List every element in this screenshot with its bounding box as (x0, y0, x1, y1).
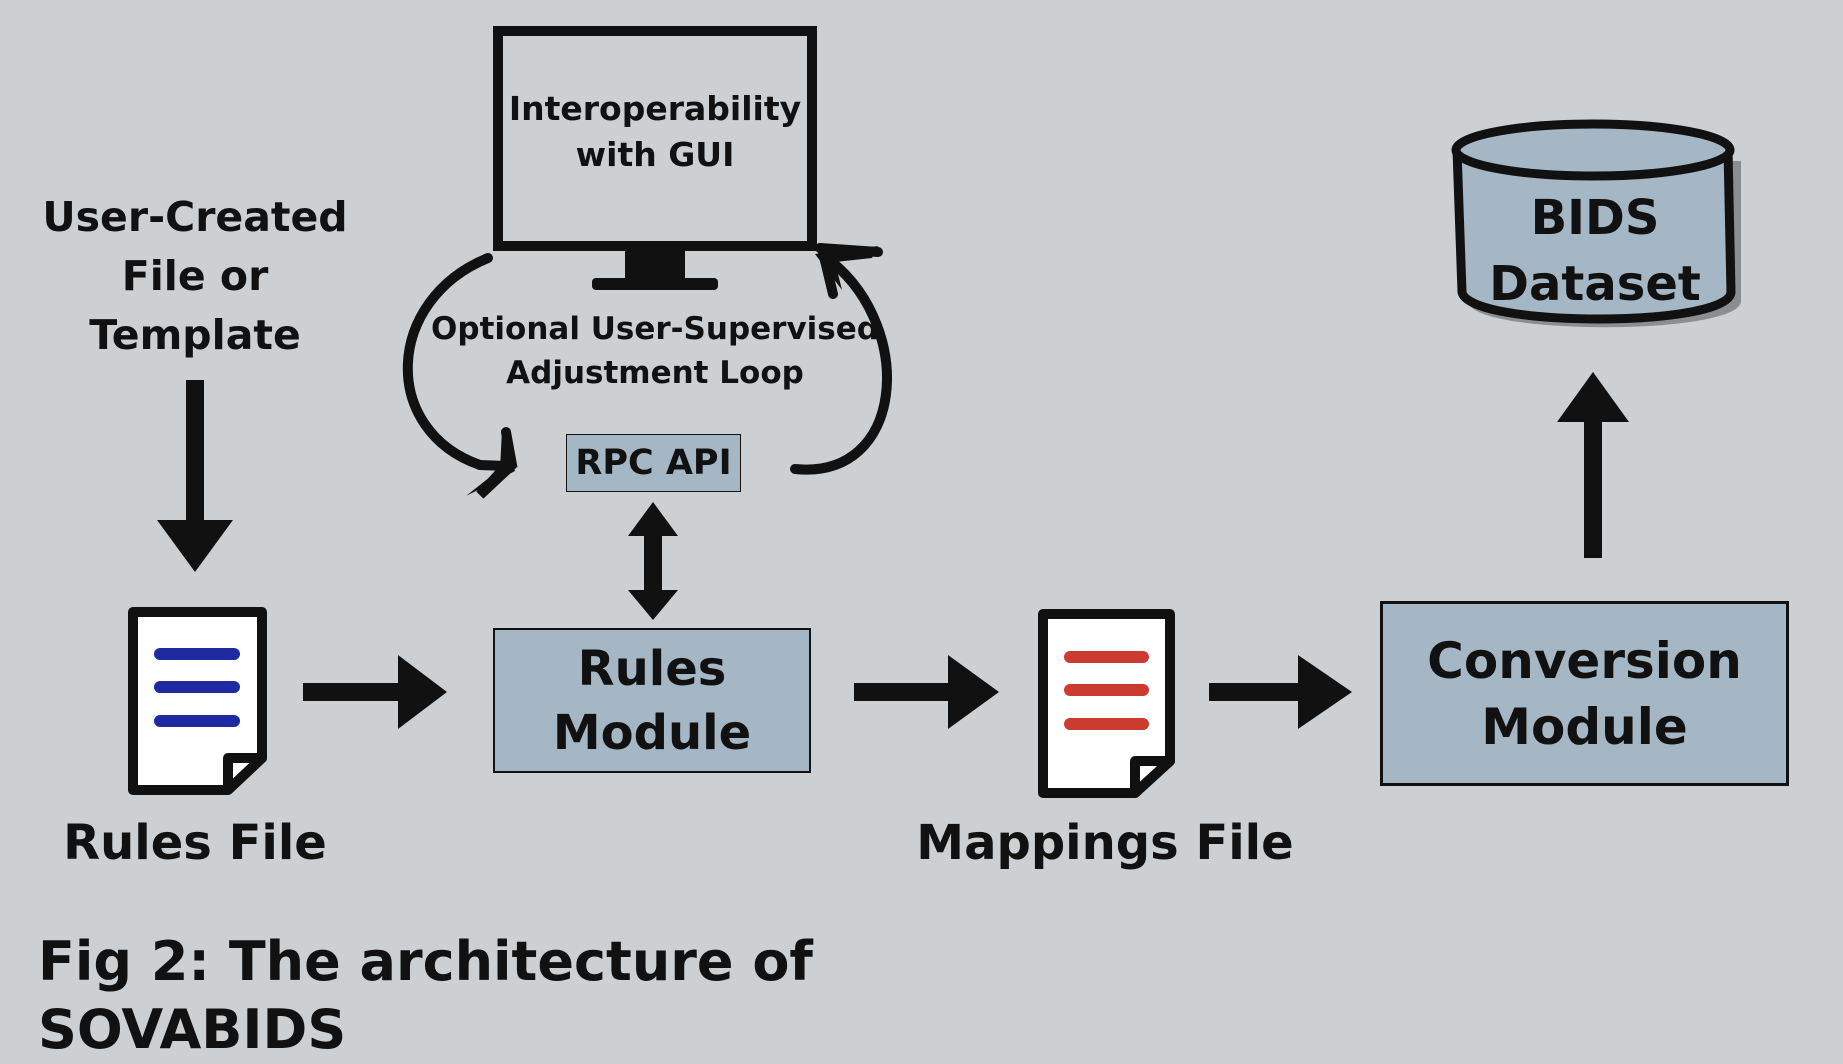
loop-label: Optional User-Supervised Adjustment Loop (431, 311, 879, 391)
arrow-icon-rpc-bidirectional (628, 502, 678, 620)
arrow-icon-user-to-rules-file (157, 380, 233, 572)
arrow-icon-mappings-to-conversion (1209, 655, 1352, 729)
rpc-api-box: RPC API (566, 434, 741, 492)
bids-dataset-label: BIDS Dataset (1489, 190, 1701, 312)
rules-file-document-icon (128, 607, 267, 795)
mappings-file-label: Mappings File (916, 815, 1294, 871)
figure-caption: Fig 2: The architecture of SOVABIDS (38, 930, 813, 1061)
conversion-module-box: Conversion Module (1380, 601, 1789, 786)
monitor-icon (493, 26, 817, 290)
curved-arrow-head-left (466, 430, 515, 496)
mappings-file-document-icon (1038, 609, 1175, 798)
rules-file-label: Rules File (63, 815, 327, 871)
arrow-icon-rules-file-to-module (303, 655, 447, 729)
arrows (157, 372, 1629, 729)
diagram-canvas (128, 26, 1741, 798)
database-icon (1451, 119, 1741, 328)
architecture-diagram: User-Created File or Template Interopera… (38, 26, 1789, 1061)
user-input-label: User-Created File or Template (42, 193, 348, 359)
curved-arrow-head-right (815, 246, 878, 290)
gui-label: Interoperability with GUI (508, 89, 802, 174)
arrow-icon-module-to-mappings (854, 655, 999, 729)
arrow-icon-conversion-to-bids (1557, 372, 1629, 558)
rules-module-box: Rules Module (493, 628, 811, 773)
